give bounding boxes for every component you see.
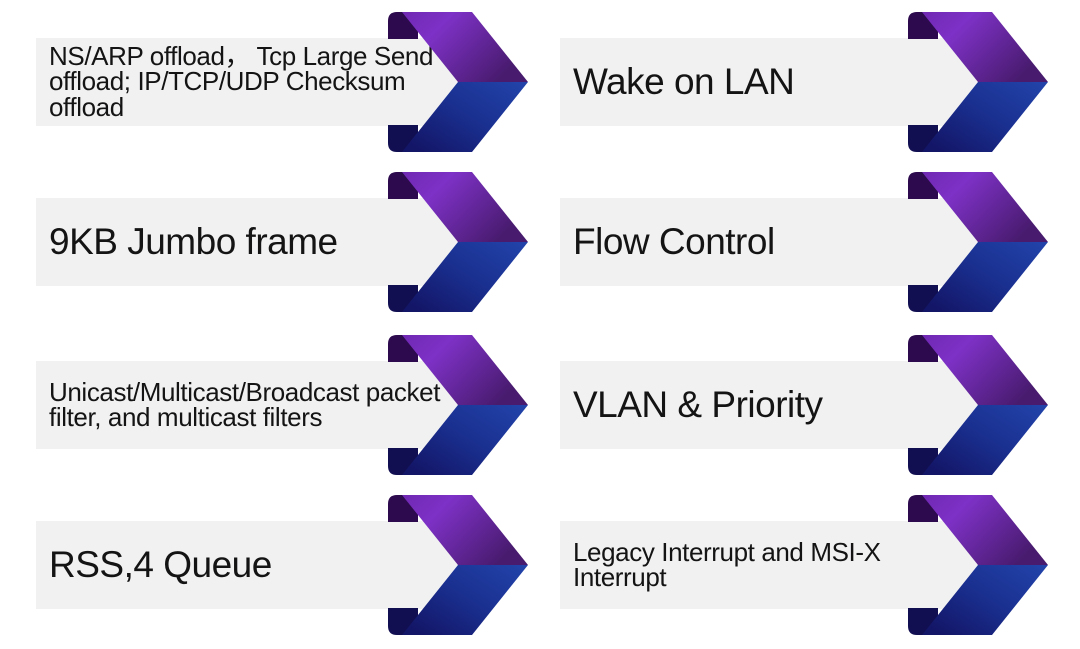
chevron-ribbon-arrow-icon [908, 335, 1048, 475]
feature-bar: Wake on LAN [560, 38, 978, 126]
chevron-ribbon-arrow-icon [388, 172, 528, 312]
feature-bar: Unicast/Multicast/Broadcast packet filte… [36, 361, 458, 449]
feature-item-jumbo-frame: 9KB Jumbo frame [36, 172, 528, 312]
feature-item-offloads: NS/ARP offload， Tcp Large Send offload; … [36, 12, 528, 152]
feature-bar: NS/ARP offload， Tcp Large Send offload; … [36, 38, 458, 126]
feature-label: Wake on LAN [573, 60, 795, 102]
feature-label: Legacy Interrupt and MSI-X Interrupt [573, 536, 881, 592]
chevron-ribbon-arrow-icon [388, 12, 528, 152]
chevron-ribbon-arrow-icon [388, 495, 528, 635]
feature-label: NS/ARP offload， Tcp Large Send offload; … [49, 40, 434, 122]
chevron-ribbon-arrow-icon [388, 335, 528, 475]
feature-label: RSS,4 Queue [49, 543, 272, 585]
feature-label: Unicast/Multicast/Broadcast packet filte… [49, 376, 441, 432]
feature-bar: Legacy Interrupt and MSI-X Interrupt [560, 521, 978, 609]
feature-bar: 9KB Jumbo frame [36, 198, 458, 286]
chevron-ribbon-arrow-icon [908, 495, 1048, 635]
feature-label: VLAN & Priority [573, 383, 823, 425]
feature-bar: VLAN & Priority [560, 361, 978, 449]
feature-item-flow-control: Flow Control [560, 172, 1048, 312]
chevron-ribbon-arrow-icon [908, 172, 1048, 312]
feature-item-wake-on-lan: Wake on LAN [560, 12, 1048, 152]
feature-bar: Flow Control [560, 198, 978, 286]
feature-item-packet-filter: Unicast/Multicast/Broadcast packet filte… [36, 335, 528, 475]
feature-bar: RSS,4 Queue [36, 521, 458, 609]
feature-label: Flow Control [573, 220, 775, 262]
feature-item-vlan-priority: VLAN & Priority [560, 335, 1048, 475]
chevron-ribbon-arrow-icon [908, 12, 1048, 152]
feature-label: 9KB Jumbo frame [49, 220, 338, 262]
feature-item-rss-queue: RSS,4 Queue [36, 495, 528, 635]
feature-item-interrupts: Legacy Interrupt and MSI-X Interrupt [560, 495, 1048, 635]
